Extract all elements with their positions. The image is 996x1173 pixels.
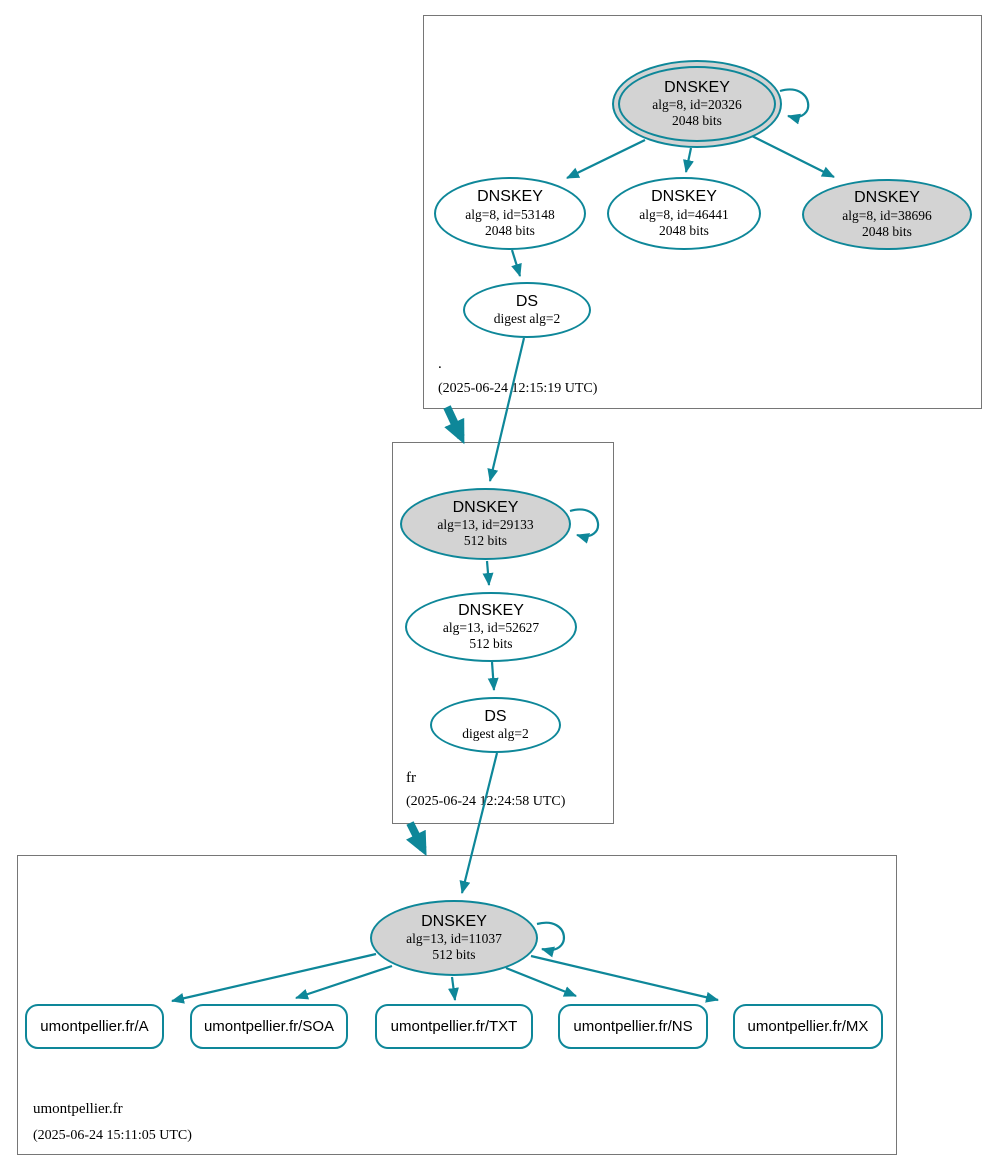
node-alg-id: alg=8, id=53148 bbox=[465, 206, 555, 222]
rrset-umontpellier-fr-mx[interactable]: umontpellier.fr/MX bbox=[733, 1004, 883, 1049]
node-title: DS bbox=[515, 292, 539, 310]
node-digest: digest alg=2 bbox=[493, 311, 561, 327]
rrset-umontpellier-fr-a[interactable]: umontpellier.fr/A bbox=[25, 1004, 164, 1049]
root-ds-node[interactable]: DS digest alg=2 bbox=[463, 282, 591, 338]
fr-zone-timestamp: (2025-06-24 12:24:58 UTC) bbox=[406, 794, 566, 809]
root-zsk-53148-node[interactable]: DNSKEY alg=8, id=53148 2048 bits bbox=[434, 177, 586, 250]
rrset-umontpellier-fr-ns[interactable]: umontpellier.fr/NS bbox=[558, 1004, 708, 1049]
root-ksk-inner-ring: DNSKEY alg=8, id=20326 2048 bits bbox=[618, 66, 776, 142]
umontpellier-ksk-dnskey-node[interactable]: DNSKEY alg=13, id=11037 512 bits bbox=[370, 900, 538, 976]
root-zsk-46441-node[interactable]: DNSKEY alg=8, id=46441 2048 bits bbox=[607, 177, 761, 250]
edge-delegation-root-to-fr bbox=[443, 405, 465, 445]
node-alg-id: alg=13, id=11037 bbox=[406, 931, 502, 946]
node-alg-id: alg=13, id=29133 bbox=[437, 517, 534, 532]
node-bits: 2048 bits bbox=[672, 113, 722, 129]
node-title: DNSKEY bbox=[421, 912, 487, 930]
node-bits: 512 bits bbox=[469, 636, 513, 652]
node-alg-id: alg=8, id=38696 bbox=[842, 207, 932, 223]
rrset-umontpellier-fr-txt[interactable]: umontpellier.fr/TXT bbox=[375, 1004, 533, 1049]
node-title: DNSKEY bbox=[477, 188, 543, 206]
root-zsk-38696-node[interactable]: DNSKEY alg=8, id=38696 2048 bits bbox=[802, 179, 972, 250]
root-zone-box bbox=[423, 15, 982, 409]
fr-ksk-dnskey-node[interactable]: DNSKEY alg=13, id=29133 512 bits bbox=[400, 488, 571, 560]
node-title: DNSKEY bbox=[664, 78, 730, 96]
umontpellier-zone-name: umontpellier.fr bbox=[33, 1101, 123, 1117]
root-zone-timestamp: (2025-06-24 12:15:19 UTC) bbox=[438, 381, 598, 396]
fr-zone-name: fr bbox=[406, 770, 416, 786]
rrset-label: umontpellier.fr/NS bbox=[573, 1018, 693, 1035]
root-ksk-dnskey-node[interactable]: DNSKEY alg=8, id=20326 2048 bits bbox=[612, 60, 782, 148]
node-title: DNSKEY bbox=[651, 188, 717, 206]
umontpellier-zone-box bbox=[17, 855, 897, 1155]
node-alg-id: alg=13, id=52627 bbox=[442, 620, 540, 635]
node-title: DNSKEY bbox=[452, 498, 519, 516]
rrset-label: umontpellier.fr/A bbox=[40, 1018, 149, 1035]
node-alg-id: alg=8, id=20326 bbox=[652, 97, 742, 112]
root-zone-name: . bbox=[438, 356, 442, 372]
fr-zsk-52627-node[interactable]: DNSKEY alg=13, id=52627 512 bits bbox=[405, 592, 577, 662]
rrset-label: umontpellier.fr/TXT bbox=[390, 1018, 518, 1035]
node-bits: 2048 bits bbox=[659, 222, 709, 238]
rrset-label: umontpellier.fr/MX bbox=[747, 1018, 869, 1035]
node-bits: 2048 bits bbox=[862, 223, 912, 239]
fr-ds-node[interactable]: DS digest alg=2 bbox=[430, 697, 561, 753]
node-title: DNSKEY bbox=[854, 189, 920, 207]
node-alg-id: alg=8, id=46441 bbox=[639, 206, 729, 222]
rrset-umontpellier-fr-soa[interactable]: umontpellier.fr/SOA bbox=[190, 1004, 348, 1049]
node-bits: 2048 bits bbox=[485, 222, 535, 238]
node-title: DS bbox=[484, 707, 507, 725]
node-bits: 512 bits bbox=[463, 533, 508, 549]
umontpellier-zone-timestamp: (2025-06-24 15:11:05 UTC) bbox=[33, 1128, 192, 1143]
edge-delegation-fr-to-umontpellier bbox=[406, 821, 427, 857]
node-bits: 512 bits bbox=[432, 947, 476, 963]
rrset-label: umontpellier.fr/SOA bbox=[203, 1018, 335, 1035]
node-title: DNSKEY bbox=[458, 601, 524, 619]
node-digest: digest alg=2 bbox=[462, 726, 529, 742]
